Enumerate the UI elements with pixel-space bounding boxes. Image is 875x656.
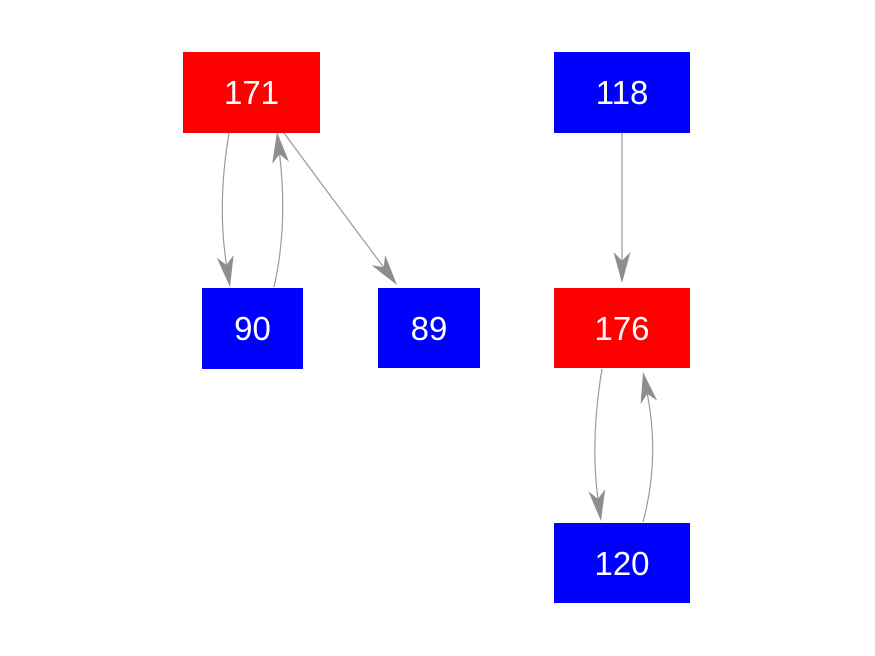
arrowhead-90-171 [272, 132, 289, 164]
node-120: 120 [554, 523, 690, 603]
edge-120-176 [642, 393, 654, 523]
node-89: 89 [378, 288, 480, 368]
arrowhead-176-120 [588, 489, 606, 521]
node-176: 176 [554, 288, 690, 368]
edge-176-120 [594, 368, 603, 499]
arrowhead-171-89 [371, 255, 397, 285]
arrowhead-118-176 [613, 252, 631, 283]
edge-171-89 [283, 132, 385, 268]
arrowhead-171-90 [216, 255, 234, 287]
arrowhead-120-176 [640, 372, 658, 405]
edge-90-171 [273, 154, 284, 288]
edge-171-90 [221, 132, 230, 265]
node-118: 118 [554, 52, 690, 133]
node-171: 171 [183, 52, 320, 133]
node-90: 90 [202, 288, 303, 369]
